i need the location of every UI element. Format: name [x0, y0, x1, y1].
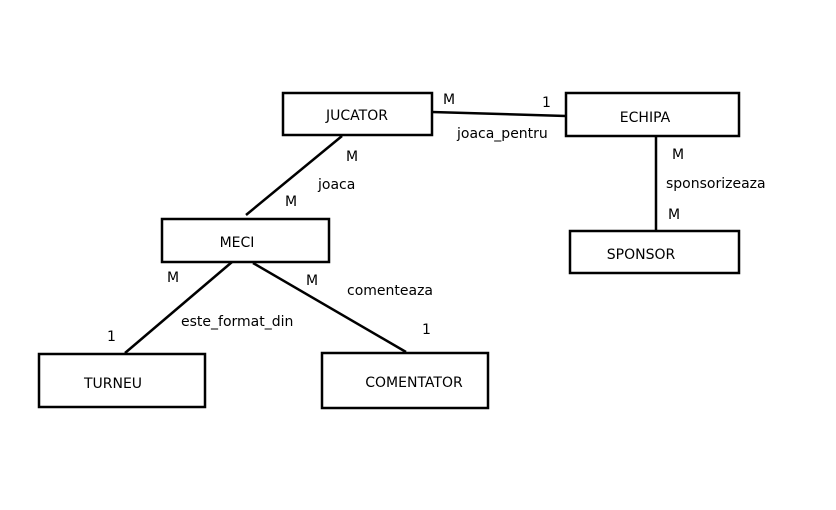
relationship-sponsorizeaza-label: sponsorizeaza: [666, 176, 766, 192]
entity-meci: MECI: [160, 217, 331, 264]
entity-meci-label: MECI: [220, 235, 255, 251]
entity-comentator-label: COMENTATOR: [365, 375, 463, 391]
cardinality-meci-comenteaza: M: [306, 273, 318, 289]
cardinality-meci-este-format-din: M: [167, 270, 179, 286]
entity-sponsor-label: SPONSOR: [607, 247, 676, 263]
edge-joaca-pentru: [431, 110, 567, 118]
entity-jucator-label: JUCATOR: [325, 108, 388, 124]
entity-jucator: JUCATOR: [281, 91, 434, 137]
cardinality-comentator-comenteaza: 1: [422, 322, 431, 338]
edge-comenteaza: [252, 261, 407, 354]
entity-turneu-label: TURNEU: [83, 376, 142, 392]
relationship-joaca-label: joaca: [317, 177, 355, 193]
entity-sponsor: SPONSOR: [568, 229, 741, 275]
cardinality-echipa-sponsorizeaza: M: [672, 147, 684, 163]
relationship-este-format-din-label: este_format_din: [181, 314, 293, 330]
edge-este-format-din: [124, 261, 233, 354]
entity-echipa: ECHIPA: [564, 91, 741, 138]
cardinality-echipa-joaca-pentru: 1: [542, 95, 551, 111]
entity-echipa-label: ECHIPA: [620, 110, 671, 126]
edge-joaca: [245, 135, 343, 216]
cardinality-jucator-joaca-pentru: M: [443, 92, 455, 108]
relationship-joaca-pentru-label: joaca_pentru: [456, 126, 548, 142]
entity-turneu: TURNEU: [37, 352, 207, 409]
entity-comentator: COMENTATOR: [320, 351, 490, 410]
cardinality-meci-joaca: M: [285, 194, 297, 210]
cardinality-jucator-joaca: M: [346, 149, 358, 165]
cardinality-turneu-este-format-din: 1: [107, 329, 116, 345]
cardinality-sponsor-sponsorizeaza: M: [668, 207, 680, 223]
relationship-comenteaza-label: comenteaza: [347, 283, 433, 299]
